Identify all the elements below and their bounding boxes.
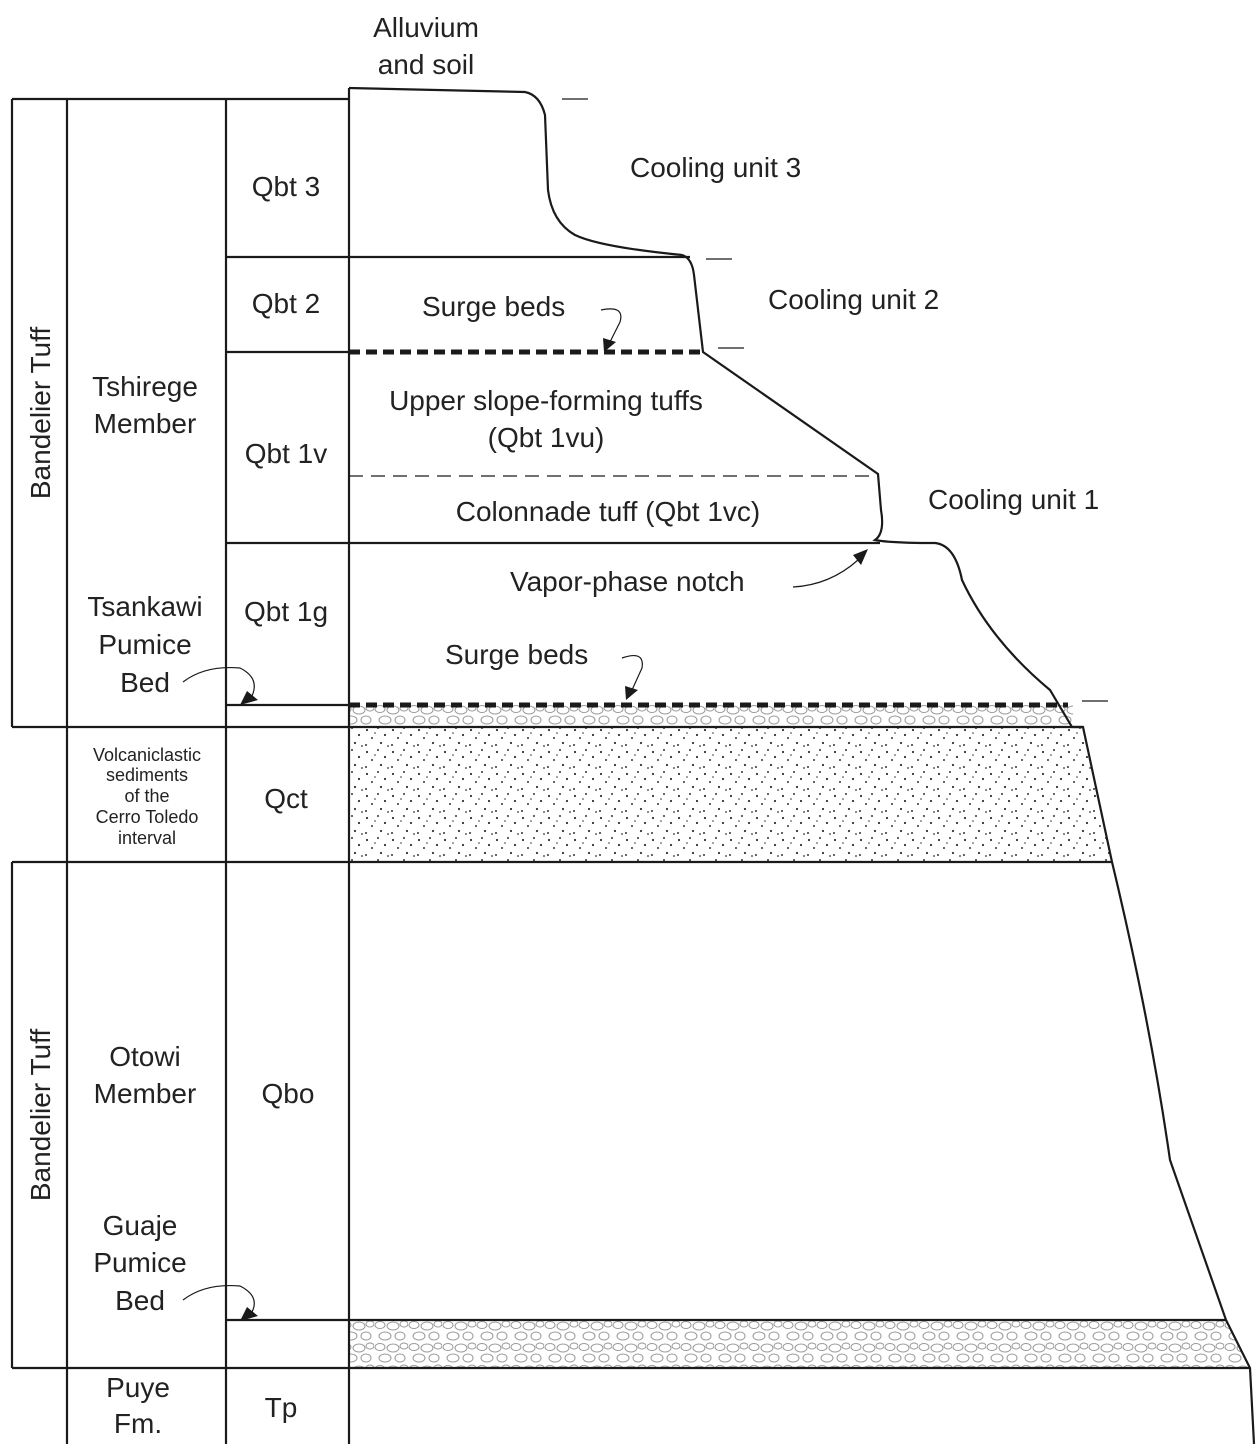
cooling-unit-1-label: Cooling unit 1: [928, 484, 1099, 515]
surge-beds-upper-label: Surge beds: [422, 291, 565, 322]
unit-code-labels: Qbt 3 Qbt 2 Qbt 1v Qbt 1g Qct Qbo Tp: [244, 171, 328, 1423]
tsankawi-label-3: Bed: [120, 667, 170, 698]
guaje-label-2: Pumice: [93, 1247, 186, 1278]
tsankawi-pumice-fill: [349, 705, 1073, 727]
unit-qct: Qct: [264, 783, 308, 814]
volc-label-1: Volcaniclastic: [93, 745, 201, 765]
volc-label-3: of the: [124, 786, 169, 806]
member-labels: Tshirege Member Tsankawi Pumice Bed Volc…: [87, 371, 202, 1439]
tshirege-label-1: Tshirege: [92, 371, 198, 402]
alluvium-label-2: and soil: [378, 49, 475, 80]
column-frame: [10, 88, 1250, 1444]
cliff-profile: [348, 86, 1256, 1444]
guaje-label-1: Guaje: [103, 1210, 178, 1241]
vapor-notch-label: Vapor-phase notch: [510, 566, 745, 597]
unit-qbt2: Qbt 2: [252, 288, 320, 319]
guaje-label-3: Bed: [115, 1285, 165, 1316]
volc-label-5: interval: [118, 828, 176, 848]
unit-tp: Tp: [265, 1392, 298, 1423]
puye-label-1: Puye: [106, 1372, 170, 1403]
colonnade-label: Colonnade tuff (Qbt 1vc): [456, 496, 761, 527]
leader-arrows: [182, 308, 868, 1321]
cooling-unit-2-label: Cooling unit 2: [768, 284, 939, 315]
cerro-toledo-sediment-fill: [349, 727, 1112, 862]
tsankawi-label-2: Pumice: [98, 629, 191, 660]
alluvium-label-1: Alluvium: [373, 12, 479, 43]
bandelier-tuff-upper-label: Bandelier Tuff: [25, 327, 56, 499]
tsankawi-label-1: Tsankawi: [87, 591, 202, 622]
upper-slope-label-2: (Qbt 1vu): [488, 422, 605, 453]
cooling-unit-ticks: [562, 98, 1108, 702]
upper-slope-label-1: Upper slope-forming tuffs: [389, 385, 703, 416]
unit-qbo: Qbo: [262, 1078, 315, 1109]
puye-label-2: Fm.: [114, 1408, 162, 1439]
profile-annotations: Alluvium and soil Cooling unit 3 Cooling…: [373, 12, 1099, 670]
unit-qbt3: Qbt 3: [252, 171, 320, 202]
otowi-label-2: Member: [94, 1078, 197, 1109]
bandelier-tuff-lower-label: Bandelier Tuff: [25, 1029, 56, 1201]
surge-beds-lower-label: Surge beds: [445, 639, 588, 670]
otowi-label-1: Otowi: [109, 1041, 181, 1072]
volc-label-2: sediments: [106, 765, 188, 785]
volc-label-4: Cerro Toledo: [96, 807, 199, 827]
unit-boundaries: [226, 255, 1226, 1322]
tshirege-label-2: Member: [94, 408, 197, 439]
guaje-pumice-fill: [349, 1320, 1250, 1368]
unit-qbt1v: Qbt 1v: [245, 438, 327, 469]
cooling-unit-3-label: Cooling unit 3: [630, 152, 801, 183]
unit-qbt1g: Qbt 1g: [244, 596, 328, 627]
